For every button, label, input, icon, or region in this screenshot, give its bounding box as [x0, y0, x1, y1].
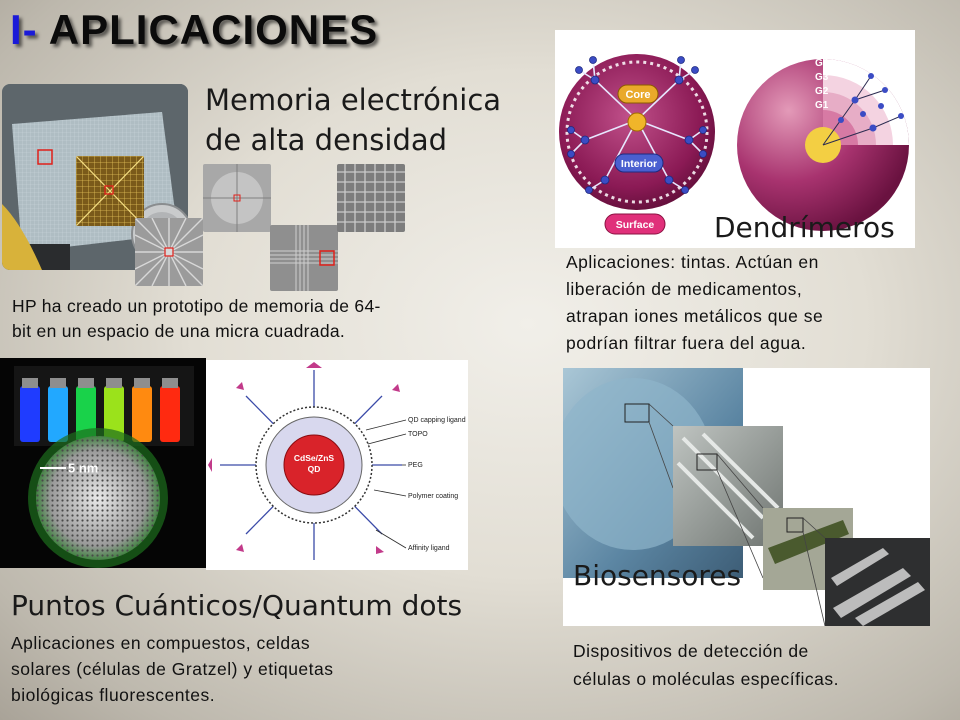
qd-scale-label: 5 nm — [68, 460, 98, 475]
dendrimer-interior-label: Interior — [621, 158, 657, 170]
quantum-dot-diagram: CdSe/ZnS QD QD capping ligand TOPO PEG P… — [206, 360, 468, 570]
qd-vial-3 — [104, 386, 124, 442]
qd-vial-cap-1 — [50, 378, 66, 388]
memory-zoom-gold — [76, 156, 144, 226]
qd-vial-cap-5 — [162, 378, 178, 388]
memory-heading: Memoria electrónica de alta densidad — [205, 80, 501, 160]
dendrimer-caption: Aplicaciones: tintas. Actúan en liberaci… — [566, 249, 936, 357]
slide-title: I- APLICACIONES — [10, 6, 378, 54]
dendrimer-label: Dendrímeros — [714, 211, 895, 244]
qd-ligand-label-0: QD capping ligand — [408, 417, 466, 424]
dendrimer-diagram: Core Interior Surface G4 G3 G2 G1 — [555, 30, 915, 248]
memory-caption: HP ha creado un prototipo de memoria de … — [12, 294, 532, 344]
biosensor-caption-line2: células o moléculas específicas. — [573, 669, 839, 689]
qd-vial-2 — [76, 386, 96, 442]
dendrimer-core-label: Core — [625, 89, 650, 101]
memory-zoom-sem-4 — [337, 164, 405, 232]
title-number: I- — [10, 6, 38, 53]
dendrimer-caption-line3: atrapan iones metálicos que se — [566, 306, 824, 326]
qd-core-line1: CdSe/ZnS — [294, 453, 334, 463]
qd-vial-cap-3 — [106, 378, 122, 388]
memory-caption-line2: bit en un espacio de una micra cuadrada. — [12, 321, 346, 341]
qd-vial-cap-2 — [78, 378, 94, 388]
memory-zoom-sem-1 — [135, 218, 203, 286]
dendrimer-gen-g4: G4 — [815, 58, 829, 69]
qd-caption-line2: solares (células de Gratzel) y etiquetas — [11, 659, 334, 679]
qd-ligand-label-2: PEG — [408, 462, 423, 469]
qd-ligand-label-3: Polymer coating — [408, 493, 458, 500]
dendrimer-surface-label: Surface — [616, 219, 655, 231]
dendrimer-gen-g2: G2 — [815, 86, 829, 97]
dendrimer-gen-g1: G1 — [815, 100, 829, 111]
memory-zoom-sem-3 — [270, 225, 338, 291]
dendrimer-gen-g3: G3 — [815, 72, 829, 83]
memory-heading-line2: de alta densidad — [205, 123, 448, 157]
biosensor-caption-line1: Dispositivos de detección de — [573, 641, 809, 661]
qd-vial-1 — [48, 386, 68, 442]
biosensor-label: Biosensores — [573, 559, 742, 592]
qd-ligand-label-4: Affinity ligand — [408, 545, 450, 552]
qd-vial-cap-0 — [22, 378, 38, 388]
qd-heading: Puntos Cuánticos/Quantum dots — [11, 589, 463, 622]
dendrimer-caption-line1: Aplicaciones: tintas. Actúan en — [566, 252, 819, 272]
qd-vial-cap-4 — [134, 378, 150, 388]
dendrimer-caption-line2: liberación de medicamentos, — [566, 279, 803, 299]
quantum-dots-vials-image: 5 nm — [0, 358, 206, 568]
memory-heading-line1: Memoria electrónica — [205, 83, 502, 117]
title-word: APLICACIONES — [48, 6, 379, 53]
biosensor-caption: Dispositivos de detección de células o m… — [573, 637, 943, 693]
dendrimer-caption-line4: podrían filtrar fuera del agua. — [566, 333, 807, 353]
qd-caption-line1: Aplicaciones en compuestos, celdas — [11, 633, 311, 653]
qd-vial-4 — [132, 386, 152, 442]
qd-caption: Aplicaciones en compuestos, celdas solar… — [11, 630, 481, 708]
biosensor-image — [553, 368, 930, 627]
qd-caption-line3: biológicas fluorescentes. — [11, 685, 216, 705]
qd-ligand-label-1: TOPO — [408, 431, 428, 438]
memory-zoom-sem-2 — [203, 164, 271, 232]
memory-caption-line1: HP ha creado un prototipo de memoria de … — [12, 296, 381, 316]
qd-vial-0 — [20, 386, 40, 442]
qd-vial-5 — [160, 386, 180, 442]
qd-core-line2: QD — [308, 464, 321, 474]
